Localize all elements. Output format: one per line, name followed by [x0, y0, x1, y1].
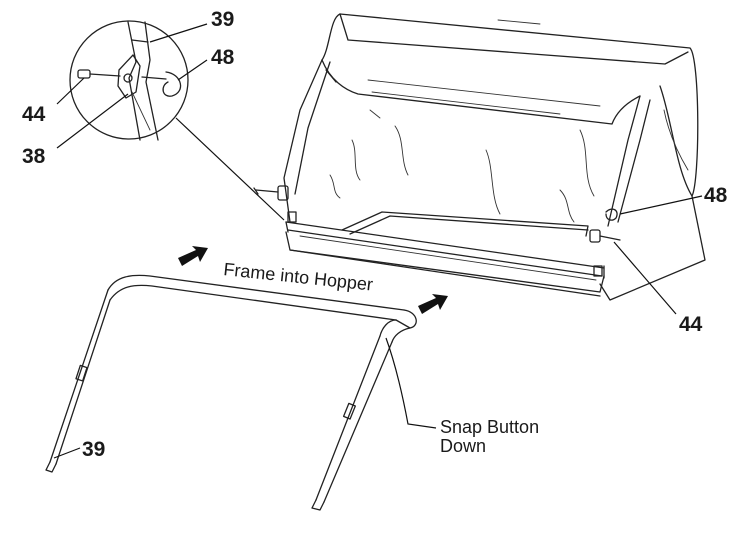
hopper-label-44: 44 — [679, 313, 703, 336]
hopper-label-48: 48 — [704, 184, 728, 207]
snap-button-leader — [385, 337, 437, 429]
snap-button-label-line2: Down — [440, 436, 486, 456]
snap-button-label-line1: Snap Button — [440, 417, 539, 437]
inset-frame-tube — [127, 21, 141, 141]
frame-label-39: 39 — [82, 438, 105, 461]
grass-hopper: 48 44 — [253, 13, 728, 336]
detail-inset: 39 48 44 38 — [22, 8, 285, 221]
inset-bracket — [117, 54, 141, 99]
hairpin-clip-icon — [141, 71, 182, 97]
inset-label-39: 39 — [211, 8, 234, 31]
arrow-right-icon — [178, 246, 208, 266]
arrow-right-icon — [418, 294, 448, 314]
inset-label-38: 38 — [22, 145, 46, 168]
inset-pointer-line — [175, 117, 285, 221]
hopper-frame: 39 — [45, 274, 417, 511]
inset-label-44: 44 — [22, 103, 46, 126]
inset-label-48: 48 — [211, 46, 235, 69]
left-joint — [253, 185, 297, 223]
right-joint — [589, 208, 621, 277]
